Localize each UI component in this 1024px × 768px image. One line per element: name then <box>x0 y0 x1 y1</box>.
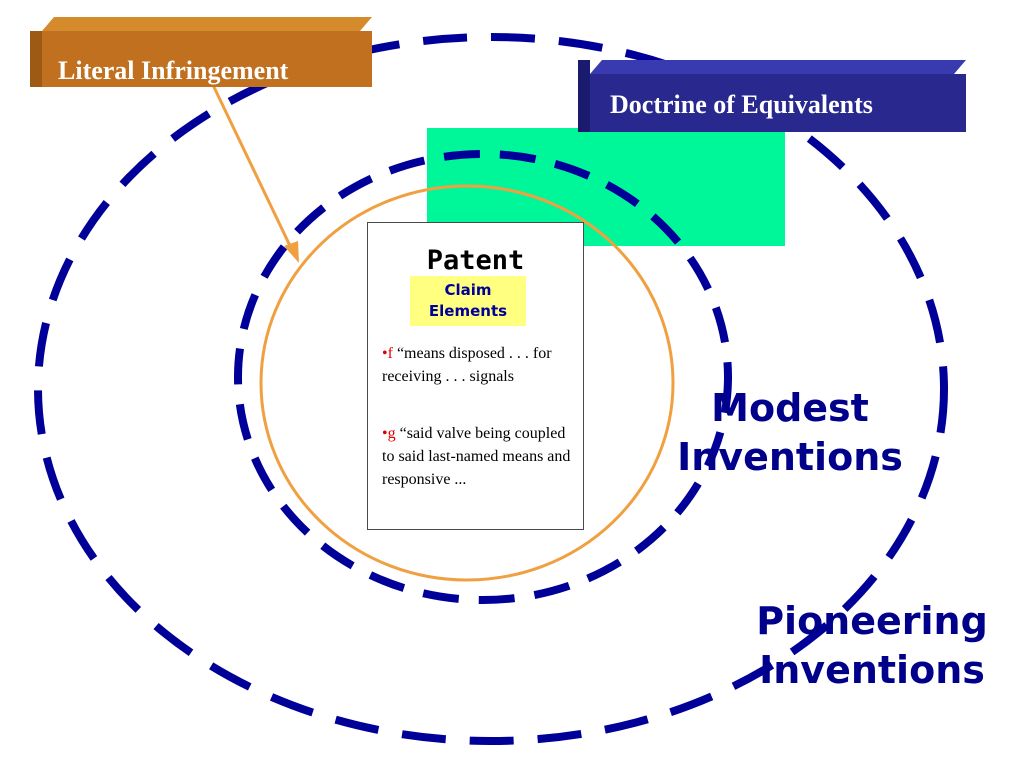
literal-label-top-bevel <box>42 17 372 31</box>
claim-label-line1: Claim <box>444 281 492 299</box>
modest-label-line2: Inventions <box>677 435 903 479</box>
doctrine-label-side-bevel <box>578 60 590 132</box>
claim-element-g: •g “said valve being coupled to said las… <box>382 422 572 491</box>
claim-text-f: “means disposed . . . for receiving . . … <box>382 345 552 385</box>
claim-marker-g: •g <box>382 425 396 442</box>
modest-inventions-label: Modest Inventions <box>650 384 930 482</box>
doctrine-label-text: Doctrine of Equivalents <box>590 74 966 132</box>
literal-infringement-circle <box>259 184 675 582</box>
pioneering-inventions-label: Pioneering Inventions <box>722 597 1022 695</box>
claim-marker-f: •f <box>382 345 393 362</box>
patent-title: Patent <box>426 245 525 276</box>
literal-infringement-label: Literal Infringement <box>30 17 372 87</box>
modest-inventions-ellipse <box>234 150 732 604</box>
claim-elements-label: Claim Elements <box>410 276 526 326</box>
claim-text-g: “said valve being coupled to said last-n… <box>382 425 571 488</box>
pioneering-label-line2: Inventions <box>759 648 985 692</box>
doctrine-of-equivalents-label: Doctrine of Equivalents <box>578 60 966 132</box>
claim-label-line2: Elements <box>428 302 508 320</box>
literal-arrow-line <box>211 84 294 251</box>
literal-label-text: Literal Infringement <box>42 31 372 87</box>
pioneering-inventions-ellipse <box>34 33 948 745</box>
doctrine-label-top-bevel <box>590 60 966 74</box>
patent-box: Patent Claim Elements •f “means disposed… <box>367 222 584 530</box>
claim-element-f: •f “means disposed . . . for receiving .… <box>382 342 572 388</box>
pioneering-label-line1: Pioneering <box>756 599 988 643</box>
literal-arrow-head <box>284 241 299 263</box>
modest-label-line1: Modest <box>711 386 869 430</box>
literal-label-side-bevel <box>30 31 42 87</box>
